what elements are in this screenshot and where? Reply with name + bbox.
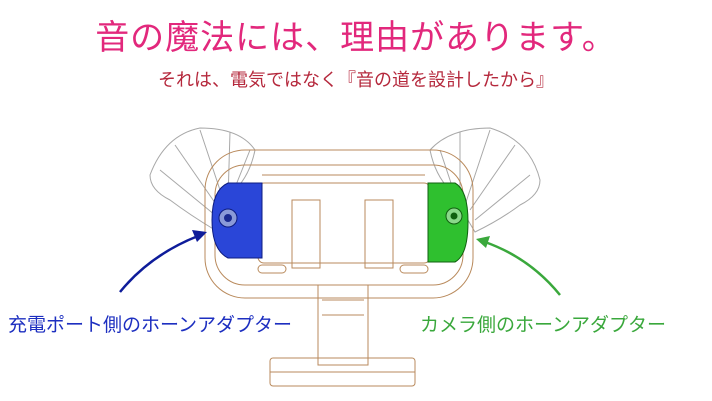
left-horn	[149, 127, 256, 231]
left-adapter-label: 充電ポート側のホーンアダプター	[8, 314, 293, 336]
green-arrow	[476, 236, 561, 296]
left-adapter	[211, 182, 263, 259]
right-horn	[429, 127, 541, 233]
right-adapter	[427, 182, 469, 263]
headline: 音の魔法には、理由があります。	[95, 18, 617, 58]
blue-arrow	[119, 230, 207, 293]
stand	[269, 284, 416, 387]
right-adapter-label: カメラ側のホーンアダプター	[420, 314, 667, 336]
subheadline: それは、電気ではなく『音の道を設計したから』	[158, 70, 554, 91]
